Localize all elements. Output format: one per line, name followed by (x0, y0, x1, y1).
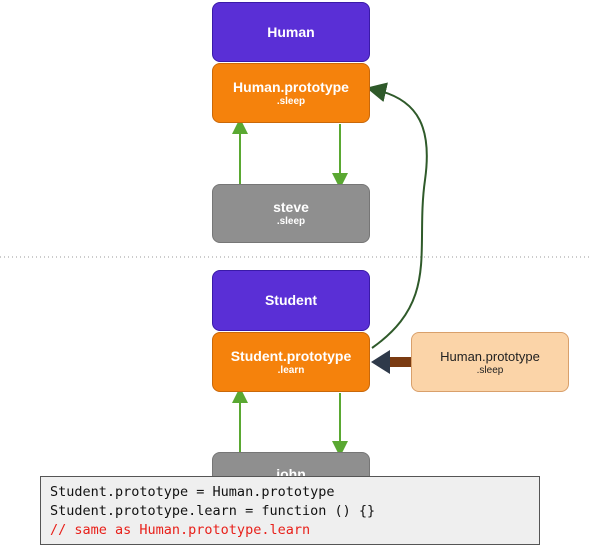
code-line-1: Student.prototype = Human.prototype (50, 484, 335, 500)
steve-node: steve .sleep (212, 184, 370, 243)
student-prototype-member: .learn (277, 364, 305, 376)
human-node: Human (212, 2, 370, 62)
arrow-student-prototype-to-human-prototype (366, 82, 428, 349)
code-comment-line: // same as Human.prototype.learn (50, 522, 311, 538)
student-prototype-node: Student.prototype .learn (212, 332, 370, 392)
steve-member: .sleep (276, 216, 306, 227)
human-prototype-side-node: Human.prototype .sleep (411, 332, 569, 392)
student-node: Student (212, 270, 370, 331)
code-line-2: Student.prototype.learn = function () {} (50, 503, 376, 519)
steve-title: steve (273, 199, 309, 215)
code-snippet: Student.prototype = Human.prototype Stud… (40, 476, 540, 545)
human-prototype-node: Human.prototype .sleep (212, 63, 370, 123)
student-node-title: Student (264, 292, 318, 308)
human-prototype-title: Human.prototype (233, 78, 349, 95)
human-prototype-side-title: Human.prototype (440, 348, 540, 364)
student-prototype-title: Student.prototype (230, 347, 352, 364)
human-node-title: Human (267, 23, 315, 40)
assign-arrow-shaft (387, 357, 411, 367)
assign-arrow-head (371, 350, 390, 374)
human-prototype-member: .sleep (276, 95, 306, 107)
human-prototype-side-member: .sleep (476, 364, 504, 376)
